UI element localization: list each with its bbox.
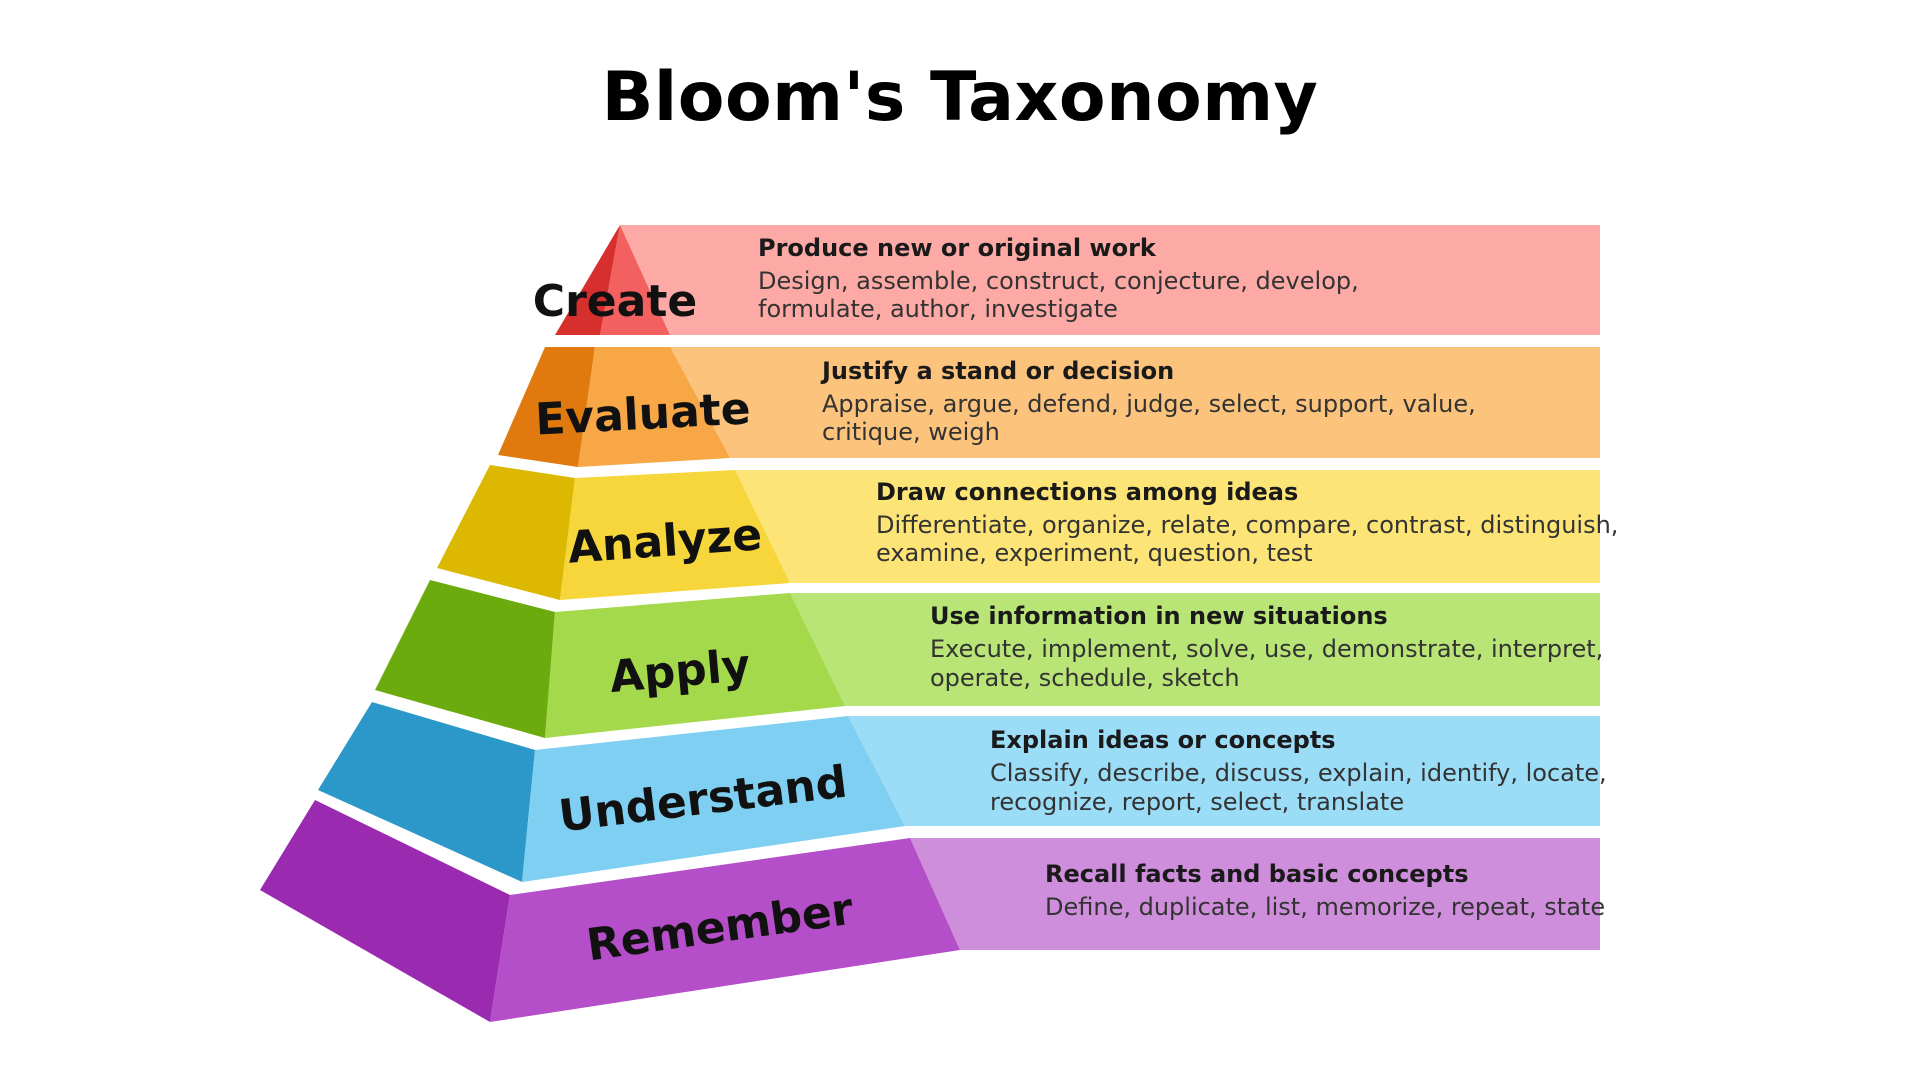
pyramid-front-apply: [545, 593, 845, 738]
level-heading-create: Produce new or original work: [758, 234, 1157, 262]
level-evaluate: Evaluate Justify a stand or decision App…: [498, 347, 1600, 467]
pyramid-side-analyze: [437, 465, 575, 600]
level-heading-apply: Use information in new situations: [930, 602, 1388, 630]
band-remember: [910, 838, 1600, 950]
level-verbs-analyze-line2: examine, experiment, question, test: [876, 539, 1313, 567]
level-verbs-evaluate-line1: Appraise, argue, defend, judge, select, …: [822, 390, 1476, 418]
band-understand: [848, 716, 1600, 826]
pyramid-front-understand: [522, 716, 905, 882]
level-apply: Apply Use information in new situations …: [375, 580, 1603, 738]
level-heading-remember: Recall facts and basic concepts: [1045, 860, 1469, 888]
page-title: Bloom's Taxonomy: [601, 58, 1319, 137]
band-evaluate: [595, 347, 1600, 458]
level-remember: Remember Recall facts and basic concepts…: [260, 800, 1605, 1022]
level-title-evaluate: Evaluate: [534, 383, 752, 445]
level-verbs-analyze-line1: Differentiate, organize, relate, compare…: [876, 511, 1618, 539]
level-verbs-evaluate-line2: critique, weigh: [822, 418, 1000, 446]
pyramid-side-understand: [318, 702, 535, 882]
pyramid-front-evaluate: [578, 347, 730, 467]
level-analyze: Analyze Draw connections among ideas Dif…: [437, 465, 1618, 600]
pyramid-side-evaluate: [498, 347, 595, 467]
level-verbs-create-line2: formulate, author, investigate: [758, 295, 1118, 323]
level-heading-analyze: Draw connections among ideas: [876, 478, 1298, 506]
level-create: Create Produce new or original work Desi…: [533, 225, 1600, 335]
level-verbs-understand-line1: Classify, describe, discuss, explain, id…: [990, 759, 1607, 787]
band-create: [620, 225, 1600, 335]
band-apply: [790, 593, 1600, 706]
level-heading-understand: Explain ideas or concepts: [990, 726, 1336, 754]
level-heading-evaluate: Justify a stand or decision: [820, 357, 1174, 385]
band-analyze: [735, 470, 1600, 583]
level-verbs-apply-line1: Execute, implement, solve, use, demonstr…: [930, 635, 1603, 663]
pyramid-front-create: [600, 225, 670, 335]
pyramid-side-remember: [260, 800, 510, 1022]
level-verbs-remember-line1: Define, duplicate, list, memorize, repea…: [1045, 893, 1605, 921]
level-understand: Understand Explain ideas or concepts Cla…: [318, 702, 1607, 882]
pyramid-front-analyze: [560, 470, 790, 600]
level-verbs-apply-line2: operate, schedule, sketch: [930, 664, 1240, 692]
pyramid-side-apply: [375, 580, 555, 738]
level-title-create: Create: [533, 276, 697, 327]
level-verbs-create-line1: Design, assemble, construct, conjecture,…: [758, 267, 1359, 295]
level-title-apply: Apply: [608, 640, 753, 703]
pyramid-front-remember: [490, 838, 960, 1022]
pyramid-side-create: [555, 225, 620, 335]
level-verbs-understand-line2: recognize, report, select, translate: [990, 788, 1404, 816]
